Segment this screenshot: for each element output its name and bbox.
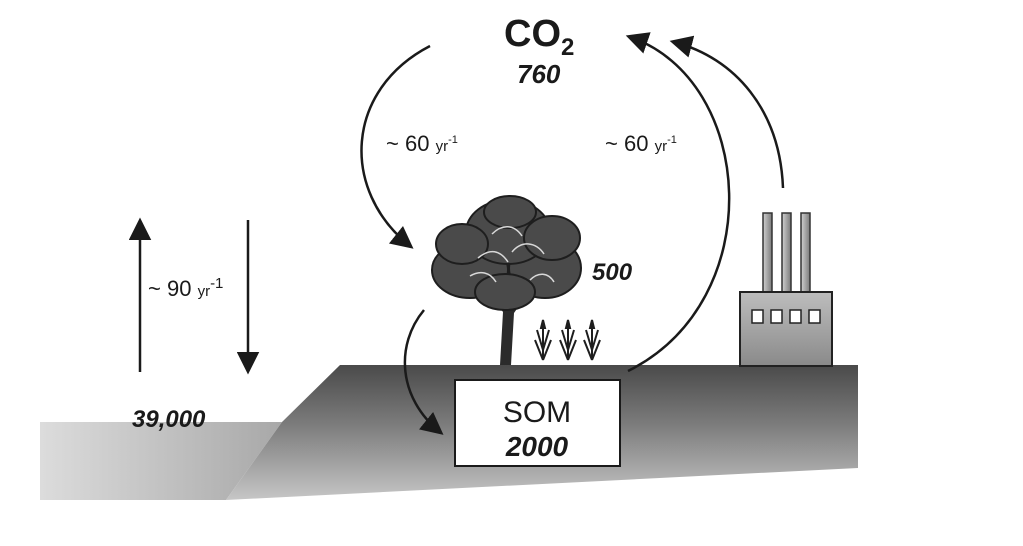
vegetation-carbon-value: 500 bbox=[592, 259, 633, 286]
ocean-flux-label: ~ 90 yr-1 bbox=[148, 275, 223, 301]
ocean-shelf bbox=[40, 422, 282, 500]
release-arrow bbox=[625, 32, 731, 373]
litterfall-arrow bbox=[403, 309, 444, 435]
tree-icon bbox=[431, 195, 582, 365]
ocean-carbon-value: 39,000 bbox=[132, 406, 206, 433]
som-carbon-value: 2000 bbox=[505, 431, 569, 462]
emissions-arrow bbox=[669, 35, 785, 189]
co2-label: CO2 bbox=[504, 13, 574, 61]
factory-icon bbox=[739, 212, 833, 367]
som-label: SOM bbox=[503, 396, 571, 429]
grass-icon bbox=[534, 319, 601, 361]
uptake-flux-label: ~ 60 yr-1 bbox=[386, 131, 458, 156]
uptake-arrow bbox=[360, 44, 431, 249]
atmosphere-carbon-value: 760 bbox=[517, 59, 561, 89]
release-flux-label: ~ 60 yr-1 bbox=[605, 131, 677, 156]
som-box bbox=[454, 379, 621, 467]
